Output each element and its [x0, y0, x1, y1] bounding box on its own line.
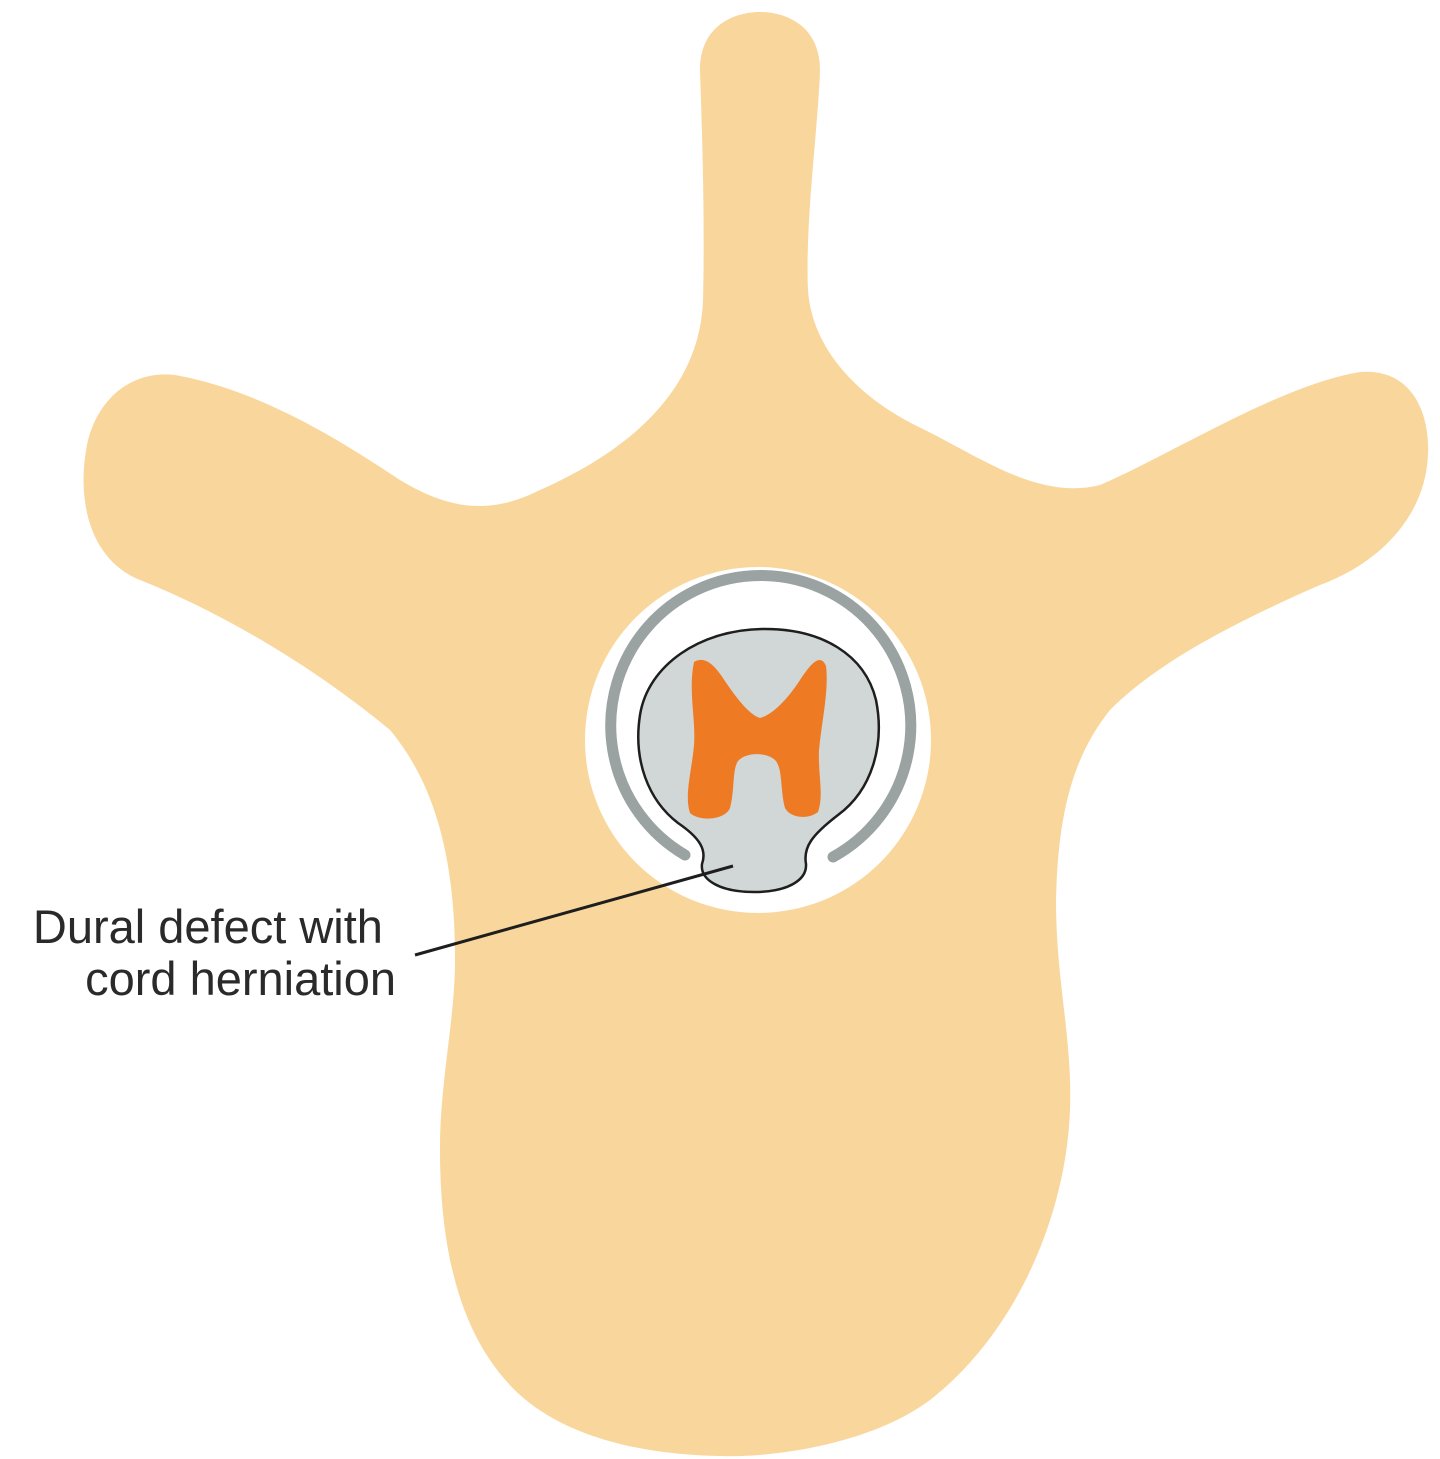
dural-defect-label-line1: Dural defect with — [33, 900, 383, 953]
dural-defect-label-line2: cord herniation — [85, 952, 396, 1005]
dural-defect-label: Dural defect with cord herniation — [33, 900, 396, 1005]
